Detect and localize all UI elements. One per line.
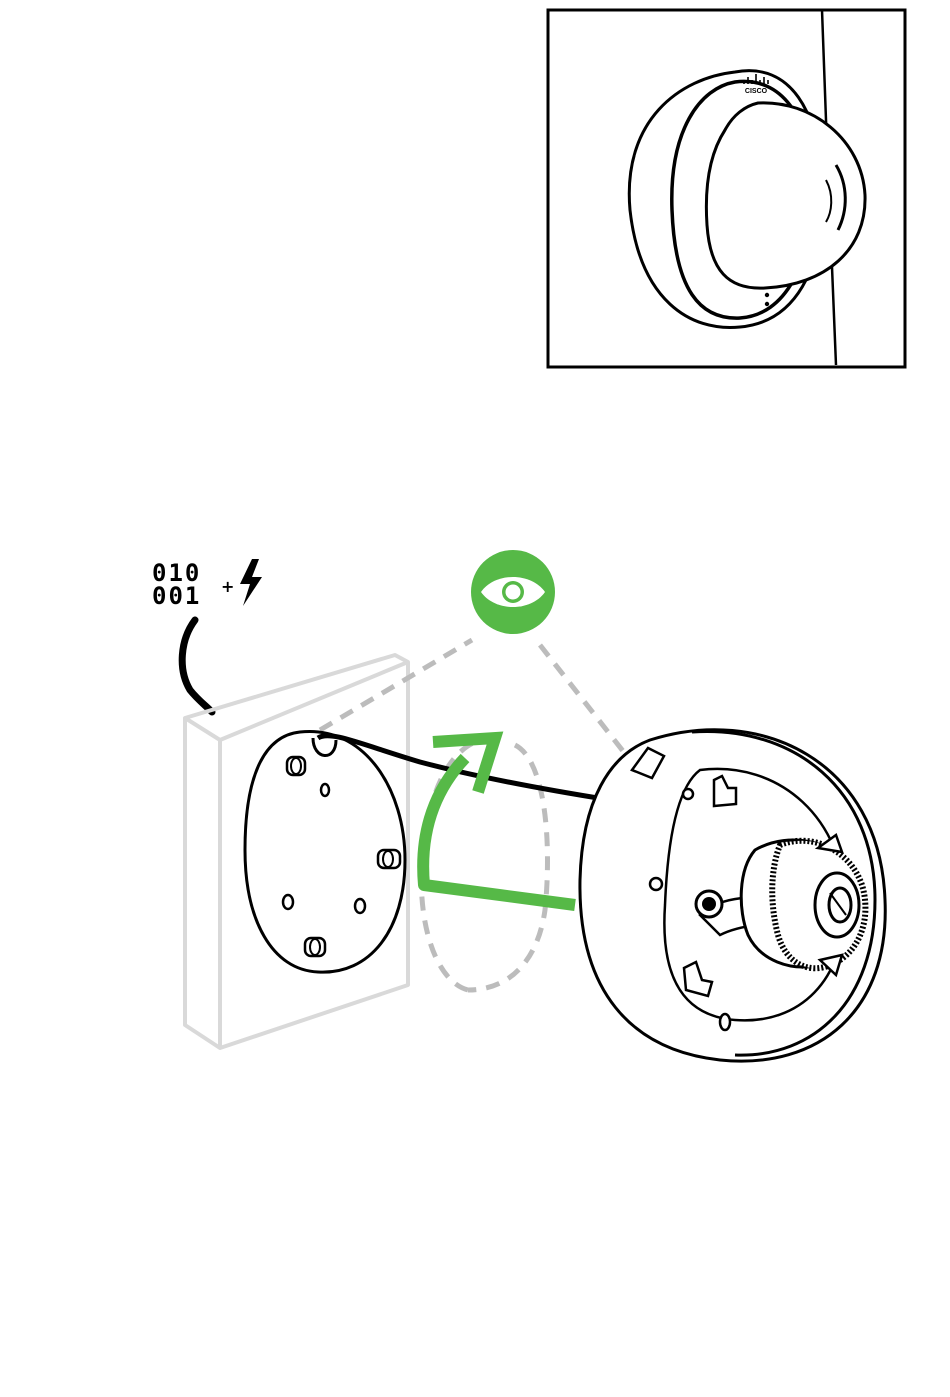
camera-indicator-dot-1 [765, 293, 769, 297]
side-screw-left [650, 878, 662, 890]
screw-hole-1 [321, 784, 329, 796]
mounting-standoff-1 [287, 757, 305, 775]
camera-indicator-dot-2 [765, 302, 769, 306]
gimbal-pivot-inner [702, 897, 716, 911]
camera-unit [580, 730, 885, 1061]
lens-iris [829, 888, 851, 922]
power-data-cable [182, 620, 212, 712]
cisco-brand-text: CISCO [745, 88, 768, 95]
lightning-bolt-icon [240, 559, 262, 606]
data-power-label: 010 001 + [152, 559, 262, 610]
mounting-standoff-3 [305, 938, 325, 956]
plus-sign: + [221, 577, 234, 596]
keyhole-lower-center [720, 1014, 730, 1030]
mounting-plate [245, 731, 405, 972]
data-bits-row-2: 001 [152, 582, 201, 610]
screw-hole-2 [283, 895, 293, 909]
screw-hole-3 [355, 899, 365, 913]
mounting-standoff-2 [378, 850, 400, 868]
curved-arrow-icon [423, 738, 575, 905]
side-screw-top [683, 789, 693, 799]
eye-badge [471, 550, 555, 634]
inset-panel: CISCO [548, 10, 905, 367]
guide-line-right [540, 645, 630, 760]
